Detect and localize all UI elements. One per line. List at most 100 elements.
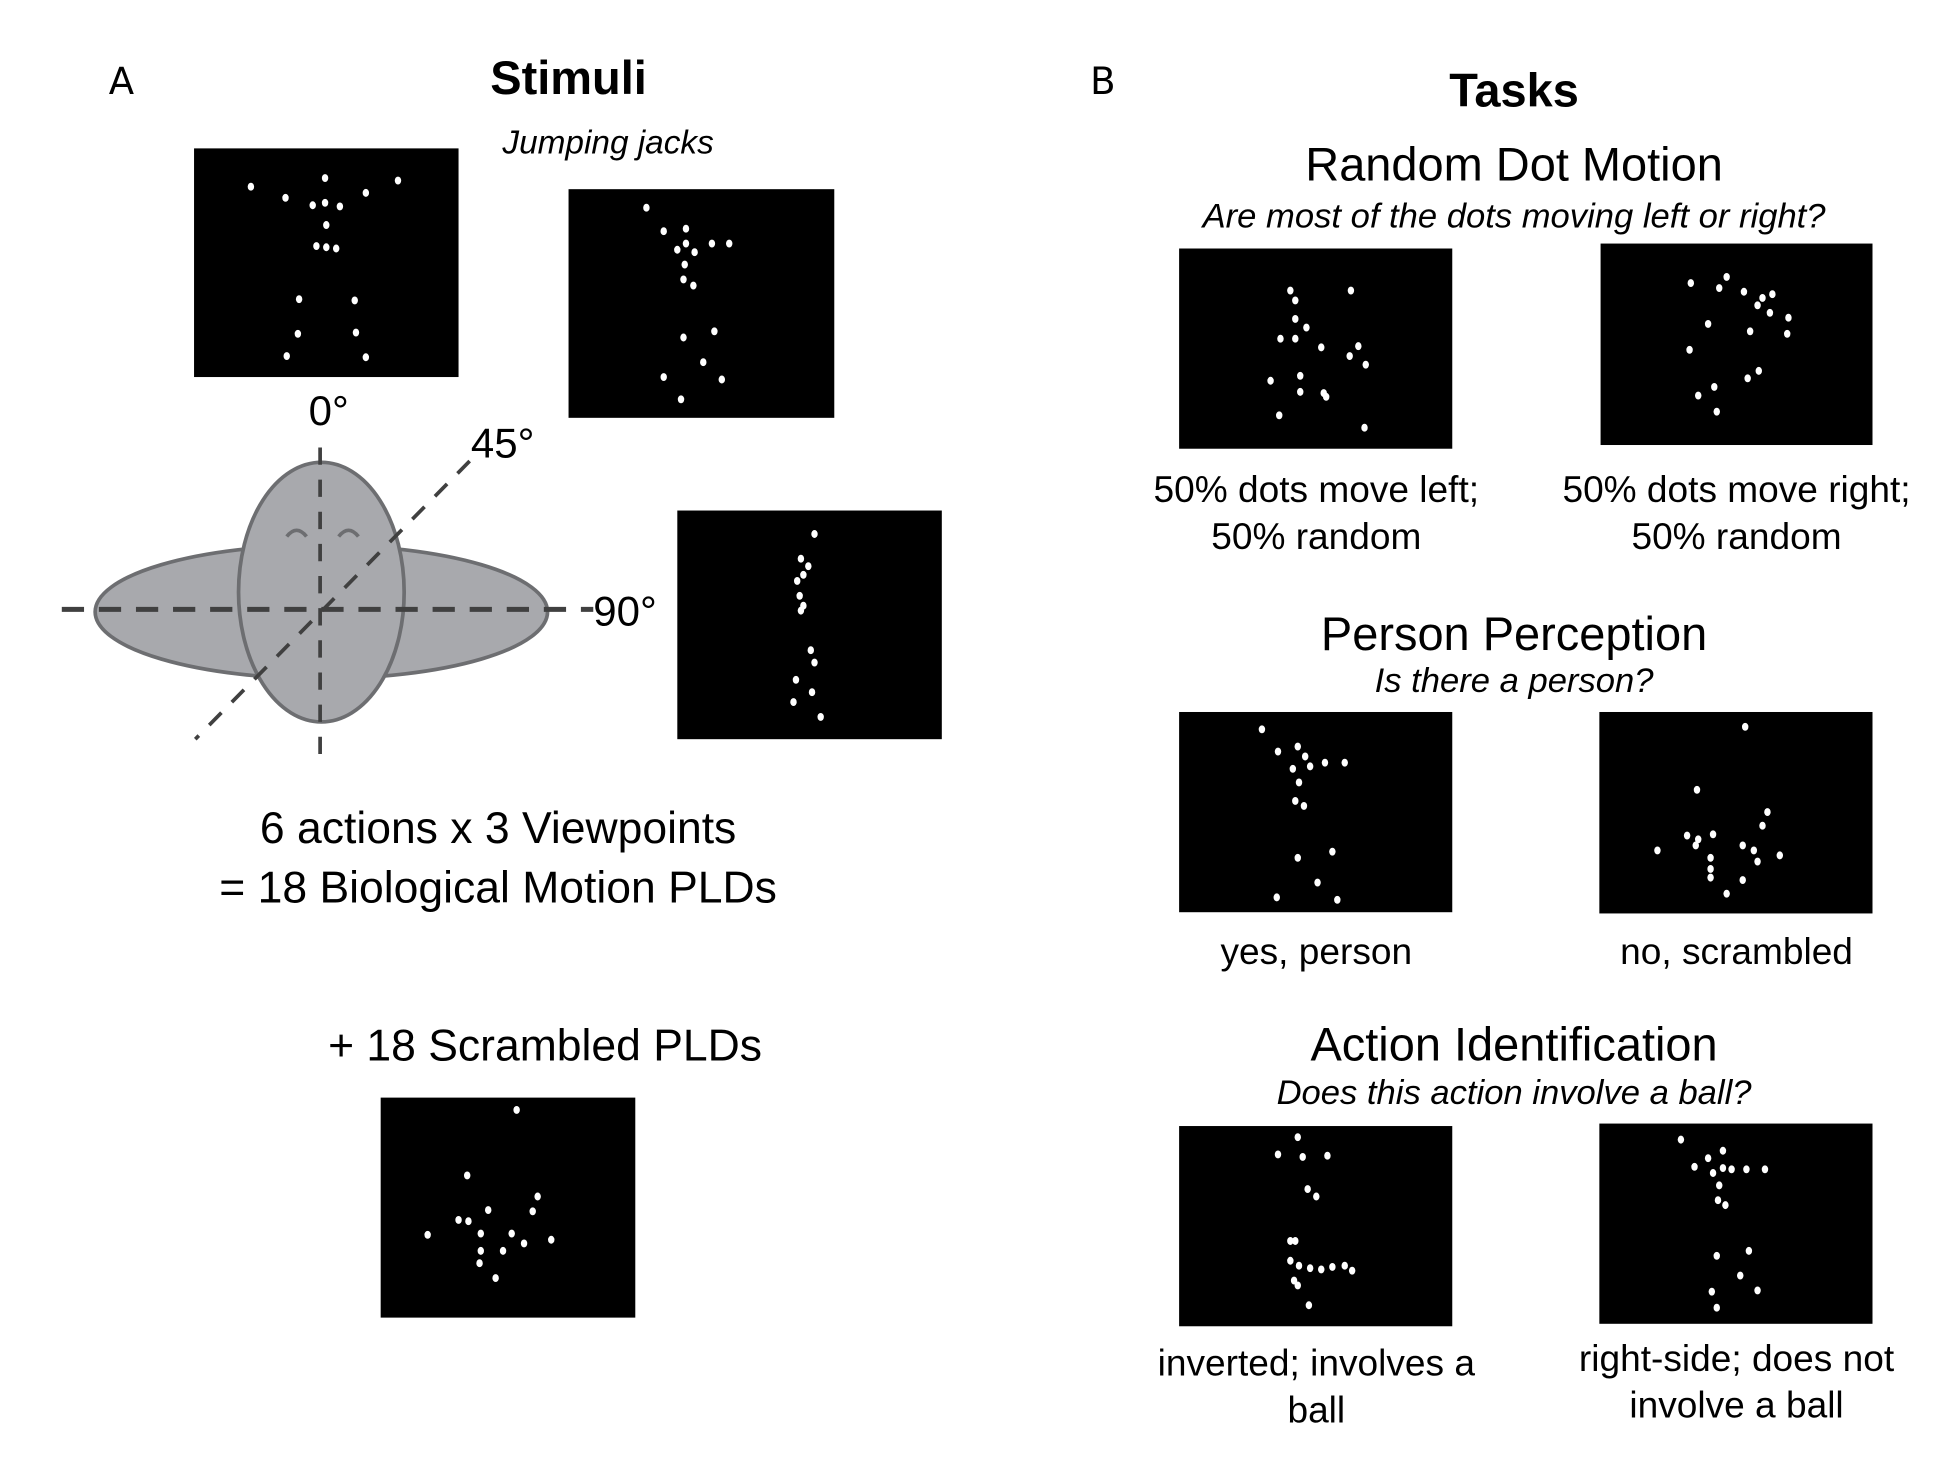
point-light-dot — [817, 712, 824, 721]
point-light-dot — [313, 242, 320, 250]
point-light-dot — [1713, 1251, 1720, 1260]
point-light-dot — [1277, 334, 1284, 343]
point-light-dot — [294, 329, 302, 338]
point-light-dot — [660, 227, 667, 236]
point-light-dot — [1708, 1287, 1716, 1296]
point-light-dot — [1347, 286, 1355, 295]
point-light-dot — [1355, 342, 1362, 351]
point-light-dot — [681, 260, 688, 269]
point-light-dot — [1746, 327, 1754, 336]
task-name-action-identification: Action Identification — [1310, 1018, 1717, 1071]
task-question: Does this action involve a ball? — [1277, 1074, 1753, 1112]
point-light-dot — [1704, 1154, 1712, 1163]
rdm-frame-right — [1600, 243, 1873, 446]
point-light-dot — [1329, 847, 1336, 856]
point-light-dot — [1707, 853, 1714, 862]
point-light-dot — [465, 1217, 472, 1226]
point-light-dot — [1294, 1133, 1301, 1142]
point-light-dot — [726, 239, 733, 248]
pld-frame-90deg — [677, 510, 942, 740]
point-light-dot — [1719, 1146, 1727, 1155]
point-light-dot — [1324, 1151, 1331, 1160]
point-light-dot — [1306, 762, 1314, 771]
panel-b-title: Tasks — [1449, 63, 1579, 116]
pp-frame-right — [1599, 711, 1873, 914]
point-light-dot — [1766, 308, 1774, 317]
point-light-dot — [1737, 1271, 1744, 1280]
point-light-dot — [1687, 279, 1695, 288]
pp-frame-left — [1179, 711, 1453, 913]
point-light-dot — [455, 1216, 462, 1224]
ai-frame-right — [1599, 1123, 1873, 1324]
angle-45: 45° — [471, 419, 535, 466]
point-light-dot — [1695, 835, 1702, 844]
point-light-dot — [1299, 1152, 1306, 1161]
point-light-dot — [677, 395, 685, 404]
ai-frame-left — [1179, 1126, 1453, 1327]
point-light-dot — [1294, 853, 1301, 862]
task-name-random-dot-motion: Random Dot Motion — [1305, 138, 1723, 191]
point-light-dot — [793, 577, 801, 585]
caption-left-2: ball — [1287, 1389, 1345, 1431]
point-light-dot — [1709, 1169, 1717, 1177]
point-light-dot — [643, 203, 650, 212]
point-light-dot — [424, 1230, 431, 1239]
point-light-dot — [477, 1246, 485, 1255]
point-light-dot — [691, 248, 698, 257]
point-light-dot — [463, 1171, 471, 1180]
scrambled-label: + 18 Scrambled PLDs — [328, 1022, 762, 1071]
point-light-dot — [1693, 785, 1701, 794]
point-light-dot — [1691, 1162, 1698, 1171]
point-light-dot — [680, 333, 687, 342]
point-light-dot — [332, 244, 340, 253]
point-light-dot — [1341, 758, 1348, 767]
point-light-dot — [711, 327, 718, 336]
point-light-dot — [792, 675, 800, 684]
point-light-dot — [1716, 1181, 1723, 1190]
point-light-dot — [1348, 1266, 1356, 1275]
point-light-dot — [1341, 1261, 1348, 1270]
point-light-dot — [790, 698, 797, 707]
point-light-dot — [1300, 801, 1308, 810]
point-light-dot — [492, 1274, 499, 1283]
point-light-dot — [484, 1206, 492, 1215]
point-light-dot — [1292, 296, 1299, 305]
point-light-dot — [1304, 1185, 1311, 1194]
point-light-dot — [1714, 1196, 1722, 1205]
point-light-dot — [1739, 841, 1746, 850]
caption-right-1: 50% dots move right; — [1562, 468, 1910, 510]
point-light-dot — [1654, 846, 1661, 855]
point-light-dot — [700, 358, 707, 367]
point-light-dot — [1711, 382, 1718, 391]
point-light-dot — [1713, 1303, 1720, 1312]
point-light-dot — [247, 182, 255, 191]
axis-45deg — [193, 459, 471, 741]
point-light-dot — [708, 239, 716, 248]
task-question: Are most of the dots moving left or righ… — [1201, 197, 1827, 235]
point-light-dot — [1267, 376, 1274, 385]
point-light-dot — [1695, 391, 1702, 400]
point-light-dot — [1362, 360, 1369, 369]
point-light-dot — [1292, 334, 1299, 343]
point-light-dot — [1783, 329, 1791, 338]
angle-0: 0° — [309, 387, 349, 434]
point-light-dot — [1744, 374, 1751, 383]
point-light-dot — [1692, 841, 1699, 850]
point-light-dot — [1346, 352, 1353, 360]
point-light-dot — [1318, 343, 1325, 352]
point-light-dot — [1294, 742, 1301, 751]
point-light-dot — [1258, 725, 1266, 734]
point-light-dot — [362, 188, 370, 197]
caption-left-1: 50% dots move left; — [1154, 468, 1479, 510]
point-light-dot — [1287, 286, 1294, 295]
point-light-dot — [1677, 1135, 1685, 1144]
point-light-dot — [1274, 747, 1282, 756]
point-light-dot — [1754, 857, 1761, 866]
point-light-dot — [800, 570, 807, 579]
point-light-dot — [529, 1207, 536, 1216]
panel-a-letter: A — [109, 60, 135, 103]
point-light-dot — [805, 562, 812, 571]
point-light-dot — [1750, 846, 1758, 855]
point-light-dot — [1716, 284, 1723, 293]
point-light-dot — [362, 353, 370, 362]
